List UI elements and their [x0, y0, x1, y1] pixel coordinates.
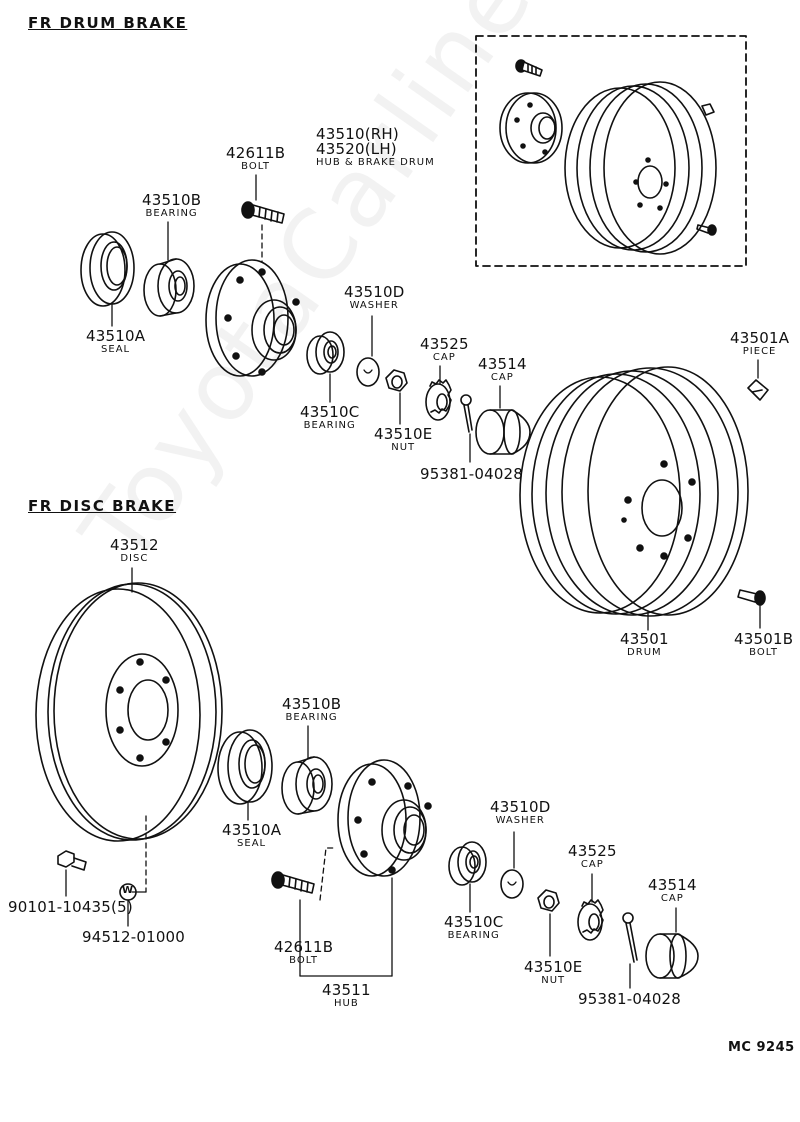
brake-drum-icon	[519, 366, 749, 617]
drum-bearing-icon	[143, 258, 195, 317]
disc-washer-icon	[500, 869, 524, 899]
label-94512: 94512-01000	[82, 928, 186, 946]
inset-hub-icon	[499, 92, 563, 164]
disc-seal-icon	[217, 729, 273, 805]
drum-brake-section-title: FR DRUM BRAKE	[28, 14, 188, 32]
label-hub-brake-drum: 43510(RH) 43520(LH) HUB & BRAKE DRUM	[316, 125, 435, 168]
inset-piece-icon	[701, 103, 715, 116]
drum-hub-icon	[205, 259, 300, 377]
disc-mount-bolt-icon	[57, 850, 87, 871]
drum-nut-icon	[385, 369, 408, 392]
drum-seal-icon	[80, 231, 135, 307]
disc-hub-bolt-icon	[271, 871, 315, 894]
inset-drum-icon	[564, 81, 717, 255]
label-95381-drum: 95381-04028	[420, 465, 524, 483]
label-90101: 90101-10435(5)	[8, 898, 133, 916]
w-washer-mark: W	[122, 885, 134, 896]
disc-cotter-pin-icon	[622, 912, 638, 963]
disc-bearing-icon	[281, 756, 333, 815]
label-95381-disc: 95381-04028	[578, 990, 682, 1008]
drum-grease-cap-icon	[475, 409, 531, 455]
inset-bolt-icon	[515, 59, 543, 77]
disc-outer-bearing-icon	[448, 841, 487, 886]
disc-nut-icon	[537, 889, 560, 912]
disc-castle-cap-icon	[577, 899, 604, 941]
diagram-code: MC 9245	[728, 1040, 795, 1055]
drum-cotter-pin-icon	[460, 394, 473, 433]
drum-hub-bolt-icon	[241, 201, 285, 224]
drum-piece-icon	[747, 379, 769, 401]
drum-bolt-icon	[737, 589, 766, 606]
drum-outer-bearing-icon	[306, 331, 345, 375]
brake-disc-icon	[35, 582, 223, 842]
drum-washer-icon	[356, 357, 380, 387]
drum-castle-cap-icon	[425, 379, 452, 421]
disc-hub-icon	[337, 759, 432, 877]
inset-drum-bolt-icon	[696, 224, 717, 236]
disc-brake-section-title: FR DISC BRAKE	[28, 497, 177, 515]
disc-grease-cap-icon	[645, 933, 699, 979]
inset-hub-drum-assembly	[475, 35, 747, 267]
